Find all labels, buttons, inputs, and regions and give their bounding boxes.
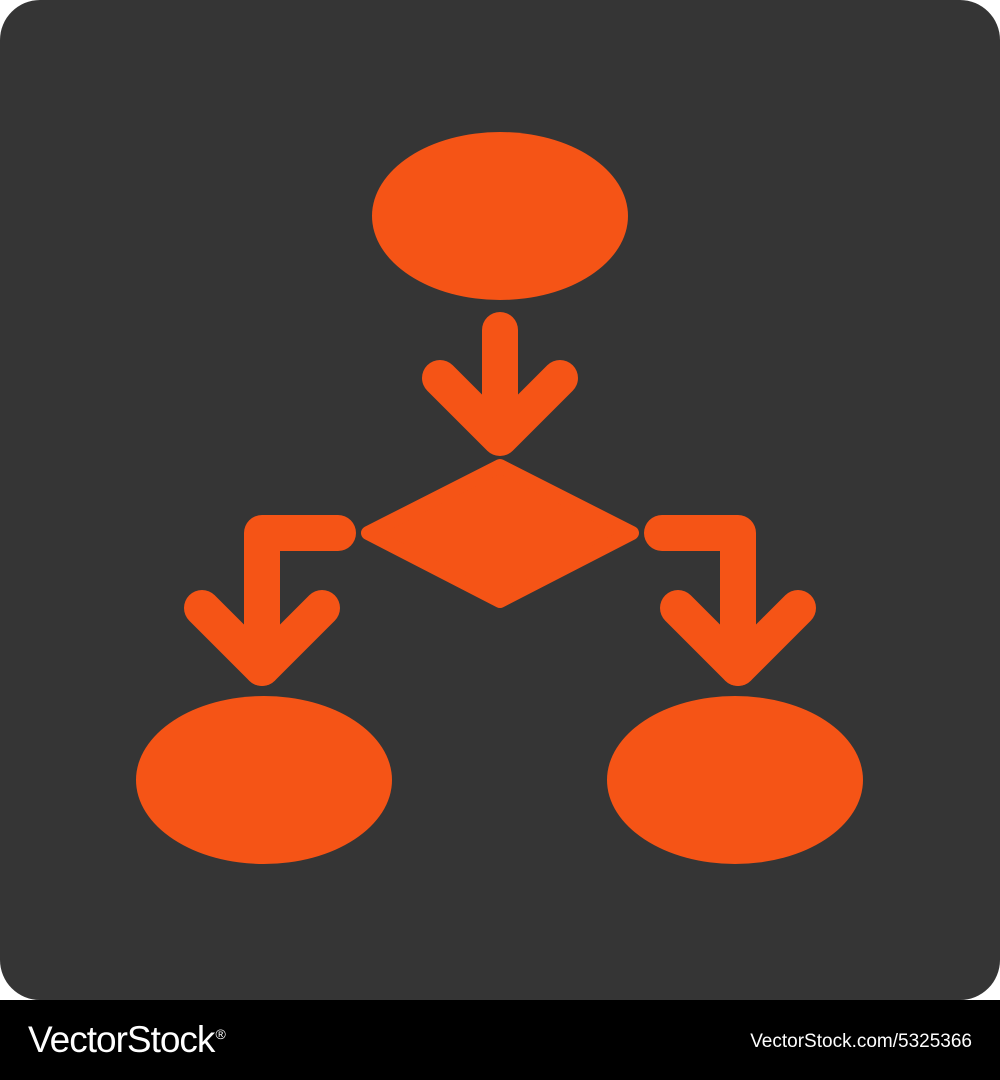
vectorstock-logo: VectorStock® (28, 1019, 226, 1060)
right-ellipse-node (607, 696, 863, 864)
watermark-footer-bar: VectorStock® VectorStock.com/5325366 (0, 1000, 1000, 1080)
down-arrow-left (184, 515, 356, 686)
left-ellipse-node (136, 696, 392, 864)
start-ellipse-node (372, 132, 628, 300)
flowchart-icon (0, 0, 1000, 1000)
flowchart-icon-tile (0, 0, 1000, 1000)
image-id-url: VectorStock.com/5325366 (750, 1031, 972, 1052)
down-arrow-right (644, 515, 816, 686)
down-arrow-top (422, 312, 578, 456)
decision-diamond-node (361, 459, 639, 608)
brand-name: VectorStock (28, 1019, 215, 1060)
registered-mark: ® (215, 1026, 225, 1042)
